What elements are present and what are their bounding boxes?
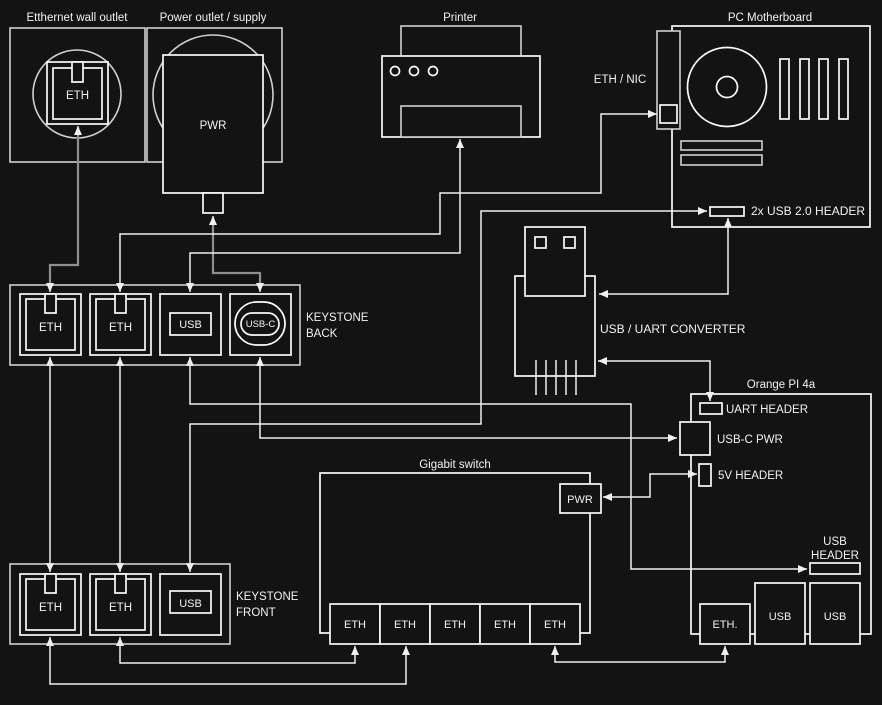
motherboard-title: PC Motherboard [728,12,812,24]
cpu-fan-icon [686,46,768,128]
keystone-back-usbc: USB-C [229,293,292,356]
wall-outlet-eth-jack: ETH [46,61,109,125]
keystone-back-usbc-label: USB-C [246,319,276,330]
keystone-back-title-line2: BACK [306,328,338,340]
printer-button-icon [408,65,420,77]
usb-uart-converter: USB / UART CONVERTER [514,226,746,395]
keystone-back-usb: USB [159,293,222,356]
wire-usb2-header-to-uart-converter [599,218,732,298]
wire-wall-outlet-to-keystone-back-eth1 [46,126,82,292]
switch-eth-port [479,603,531,645]
keystone-back-eth2-label: ETH [109,322,132,334]
switch-eth-port [429,603,481,645]
printer: Printer [381,12,541,138]
eth-jack-notch [71,61,84,83]
usbc-pwr-port [679,421,711,456]
keystone-back-usb-label: USB [179,319,202,331]
gigabit-switch: Gigabit switch PWR ETH ETH ETH ETH ETH [319,459,602,645]
nic-port [659,104,678,124]
pi-eth-port-label: ETH. [712,619,737,631]
power-outlet: Power outlet / supply PWR [146,12,283,214]
wire-usb2-header-to-keystone-front-usb [186,207,707,572]
pi-usb-port-label: USB [824,611,847,623]
keystone-front-title-line2: FRONT [236,607,276,619]
power-brick-plug [202,192,224,214]
switch-eth-label: ETH [494,619,516,631]
wire-uart-converter-to-pi-uart-header [598,357,714,401]
usb-header-label-line2: HEADER [811,550,859,562]
keystone-front-eth1-label: ETH [39,602,62,614]
pc-motherboard: PC Motherboard ETH / NIC 2x USB 2.0 HEAD… [594,12,871,228]
keystone-front-title-line1: KEYSTONE [236,591,299,603]
wall-outlet-title: Etthernet wall outlet [26,12,128,24]
power-brick-label: PWR [200,120,227,132]
wire-keystone-front-eth2-to-switch-eth1 [116,637,359,664]
wire-switch-pwr-to-pi-5v-header [603,470,697,501]
eth-module-notch [44,573,57,594]
switch-eth-label: ETH [344,619,366,631]
printer-title: Printer [443,12,477,24]
wire-power-brick-to-keystone-back-usbc [209,216,264,292]
keystone-front-eth2: ETH [89,573,152,636]
orange-pi: Orange PI 4a UART HEADER USB-C PWR 5V HE… [679,379,872,645]
ram-slot [779,58,790,120]
pcie-slot [680,140,763,151]
wall-outlet-port-label: ETH [66,90,89,102]
keystone-back-title-line1: KEYSTONE [306,312,369,324]
pcie-slot [680,154,763,166]
wire-pi-usb-header-to-keystone-back-usb [186,357,807,573]
switch-eth-label: ETH [544,619,566,631]
usb2-header [709,206,745,217]
keystone-back-eth1: ETH [19,293,82,356]
switch-eth-label: ETH [394,619,416,631]
uart-header-label: UART HEADER [726,404,808,416]
printer-button-icon [427,65,439,77]
printer-paper-tray [400,25,522,58]
pi-usb-header [809,562,861,575]
eth-module-notch [114,573,127,594]
switch-title: Gigabit switch [419,459,491,471]
nic-label: ETH / NIC [594,74,646,86]
switch-eth-port [529,603,581,645]
wall-outlet: Etthernet wall outlet ETH [9,12,146,163]
usbc-pwr-label: USB-C PWR [717,434,783,446]
eth-module-notch [114,293,127,314]
wire-keystone-front-eth1-to-switch-eth2 [46,637,410,685]
uart-header [699,402,723,415]
power-outlet-title: Power outlet / supply [160,12,267,24]
printer-button-icon [389,65,401,77]
keystone-front-eth1: ETH [19,573,82,636]
keystone-front: ETH ETH USB KEYSTONE FRONT [9,563,299,645]
wire-switch-eth5-to-pi-eth [551,646,729,663]
keystone-front-usb: USB [159,573,222,636]
wires [46,110,807,685]
pi-usb-port [754,582,806,645]
pi-usb-port-label: USB [769,611,792,623]
usb2-header-label: 2x USB 2.0 HEADER [751,204,865,218]
pi-eth-port [699,603,751,645]
printer-output-tray [400,105,522,138]
keystone-front-usb-label: USB [179,598,202,610]
switch-eth-label: ETH [444,619,466,631]
cpu-fan-hub-icon [715,75,739,99]
keystone-front-eth2-label: ETH [109,602,132,614]
5v-header [698,463,712,487]
keystone-back-eth1-label: ETH [39,322,62,334]
converter-title: USB / UART CONVERTER [600,322,746,336]
converter-usb-plug [524,226,586,297]
ram-slot [799,58,810,120]
keystone-back-eth2: ETH [89,293,152,356]
usb-module-inner [169,590,212,614]
orange-pi-title: Orange PI 4a [747,379,816,391]
ram-slot [818,58,829,120]
eth-module-notch [44,293,57,314]
switch-pwr-label: PWR [567,494,593,506]
ram-slot [838,58,849,120]
keystone-back: ETH ETH USB USB-C KEYSTONE BACK [9,284,369,366]
pi-usb-port [809,582,861,645]
5v-header-label: 5V HEADER [718,470,783,482]
wire-pi-usbc-pwr-to-keystone-back-usbc [256,357,677,442]
usb-header-label-line1: USB [823,536,847,548]
